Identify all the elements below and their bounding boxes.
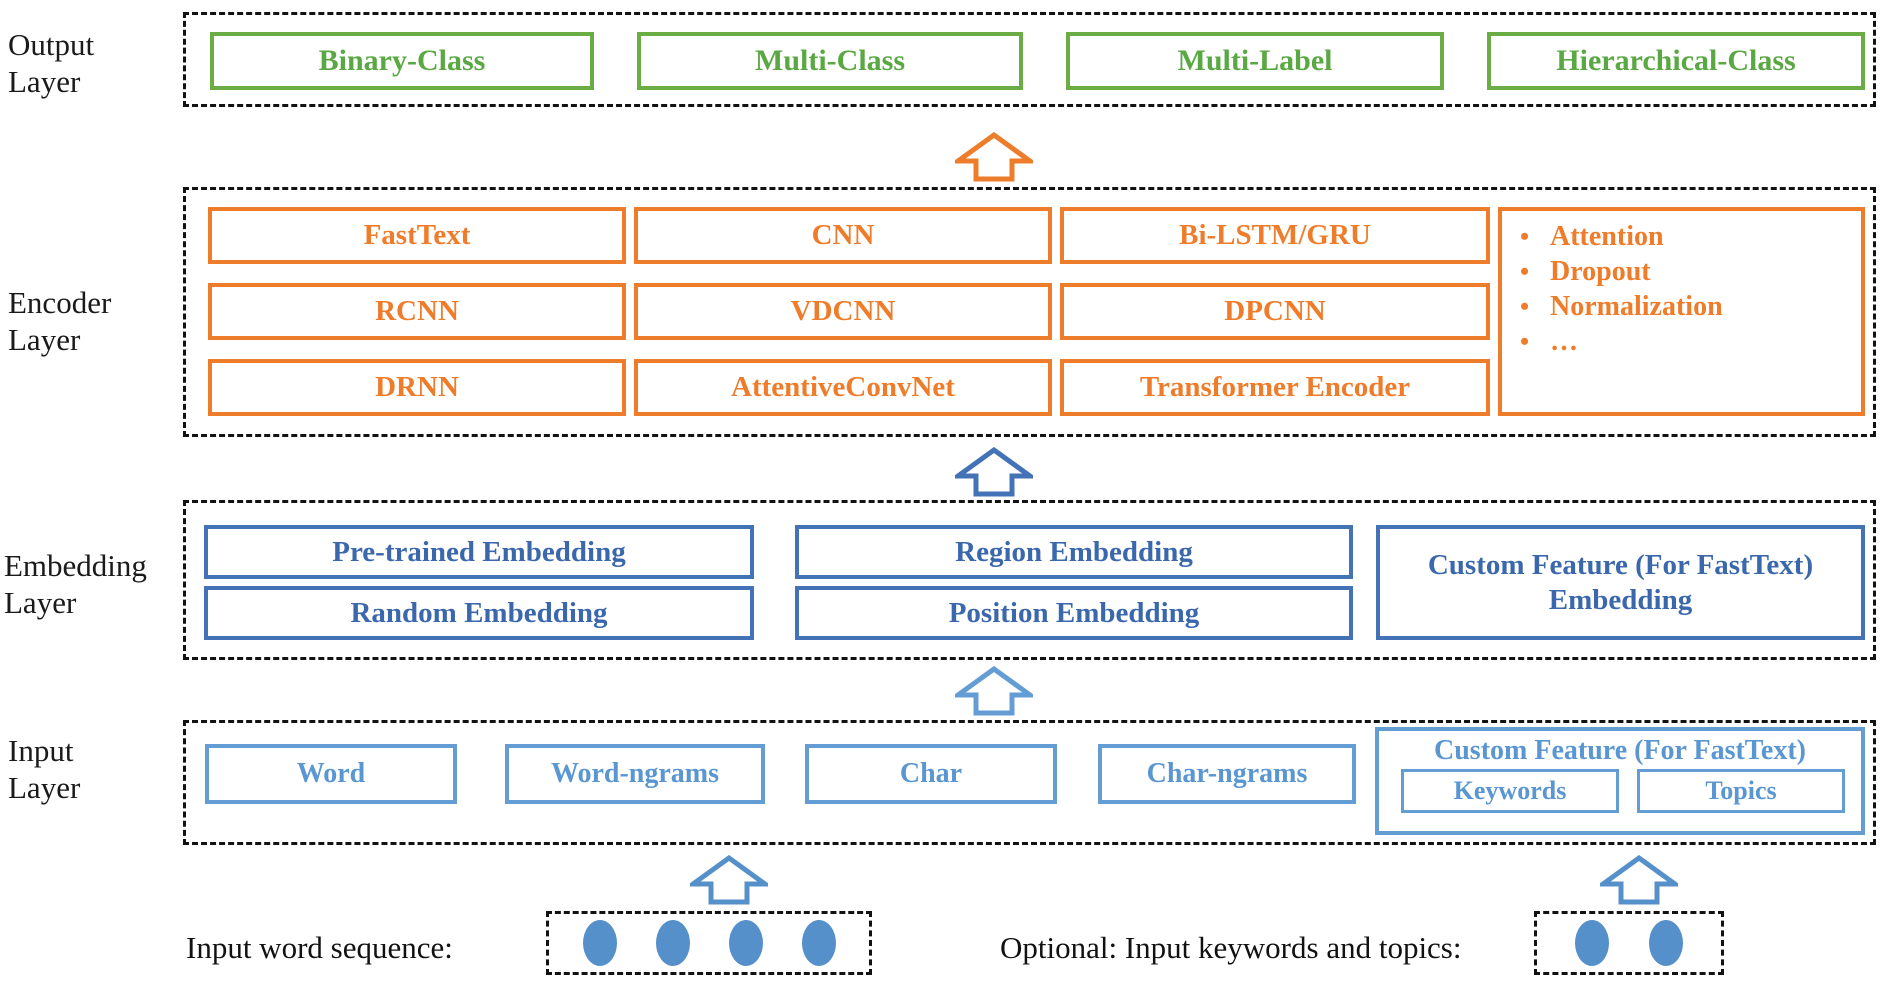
layer-label-input: Input Layer [8, 733, 81, 805]
embedding-item-pre-trained[interactable]: Pre-trained Embedding [204, 525, 754, 579]
encoder-item-rcnn[interactable]: RCNN [208, 283, 626, 340]
embedding-custom-feature-line2: Embedding [1548, 583, 1693, 616]
embedding-item-random[interactable]: Random Embedding [204, 586, 754, 640]
encoder-item-attentiveconvnet[interactable]: AttentiveConvNet [634, 359, 1052, 416]
embedding-item-position[interactable]: Position Embedding [795, 586, 1353, 640]
bullet-dot-icon: • [1520, 222, 1530, 251]
encoder-item-vdcnn[interactable]: VDCNN [634, 283, 1052, 340]
input-layer-container [183, 720, 1876, 845]
encoder-option-attention[interactable]: • Attention [1520, 221, 1861, 256]
bullet-dot-icon: • [1520, 327, 1530, 356]
input-item-custom-feature[interactable]: Custom Feature (For FastText) Keywords T… [1375, 727, 1865, 835]
encoder-item-transformer-encoder[interactable]: Transformer Encoder [1060, 359, 1490, 416]
output-layer-container [183, 12, 1876, 107]
embedding-layer-container [183, 500, 1876, 660]
output-item-hierarchical-class[interactable]: Hierarchical-Class [1487, 32, 1865, 90]
token-dot-icon [801, 920, 836, 966]
input-word-sequence-tokens [546, 911, 872, 975]
encoder-option-more[interactable]: • … [1520, 326, 1861, 361]
input-item-char-ngrams[interactable]: Char-ngrams [1098, 744, 1356, 804]
token-dot-icon [582, 920, 617, 966]
embedding-custom-feature-line1: Custom Feature (For FastText) [1427, 549, 1814, 582]
encoder-option-label: Normalization [1550, 291, 1723, 322]
encoder-option-label: Dropout [1550, 256, 1651, 287]
encoder-options-panel: • Attention • Dropout • Normalization • … [1498, 207, 1865, 416]
output-item-multi-class[interactable]: Multi-Class [637, 32, 1023, 90]
token-dot-icon [1649, 920, 1683, 966]
arrow-embedding-to-encoder-icon [950, 446, 1038, 497]
layer-label-output: Output Layer [8, 27, 95, 99]
arrow-word-sequence-to-input-icon [685, 854, 773, 905]
arrow-encoder-to-output-icon [950, 131, 1038, 182]
embedding-item-custom-feature[interactable]: Custom Feature (For FastText) Embedding [1376, 525, 1865, 640]
output-item-binary-class[interactable]: Binary-Class [210, 32, 594, 90]
optional-keywords-topics-label: Optional: Input keywords and topics: [1000, 930, 1462, 965]
bullet-dot-icon: • [1520, 292, 1530, 321]
arrow-input-to-embedding-icon [950, 665, 1038, 716]
embedding-item-region[interactable]: Region Embedding [795, 525, 1353, 579]
encoder-item-fasttext[interactable]: FastText [208, 207, 626, 264]
layer-label-encoder: Encoder Layer [8, 285, 112, 357]
bullet-dot-icon: • [1520, 257, 1530, 286]
input-item-char[interactable]: Char [805, 744, 1057, 804]
input-custom-feature-title: Custom Feature (For FastText) [1434, 735, 1806, 766]
input-custom-feature-topics[interactable]: Topics [1637, 769, 1845, 813]
encoder-item-dpcnn[interactable]: DPCNN [1060, 283, 1490, 340]
encoder-item-cnn[interactable]: CNN [634, 207, 1052, 264]
encoder-option-label: … [1550, 326, 1578, 357]
encoder-layer-container [183, 187, 1876, 437]
encoder-item-bilstm-gru[interactable]: Bi-LSTM/GRU [1060, 207, 1490, 264]
encoder-option-normalization[interactable]: • Normalization [1520, 291, 1861, 326]
token-dot-icon [1575, 920, 1609, 966]
encoder-option-dropout[interactable]: • Dropout [1520, 256, 1861, 291]
token-dot-icon [728, 920, 763, 966]
input-custom-feature-keywords[interactable]: Keywords [1401, 769, 1619, 813]
layer-label-embedding: Embedding Layer [4, 548, 147, 620]
input-item-word-ngrams[interactable]: Word-ngrams [505, 744, 765, 804]
output-item-multi-label[interactable]: Multi-Label [1066, 32, 1444, 90]
input-item-word[interactable]: Word [205, 744, 457, 804]
arrow-keywords-topics-to-input-icon [1595, 854, 1683, 905]
optional-keywords-topics-tokens [1534, 911, 1724, 975]
encoder-option-label: Attention [1550, 221, 1664, 252]
token-dot-icon [655, 920, 690, 966]
input-word-sequence-label: Input word sequence: [186, 930, 453, 965]
encoder-item-drnn[interactable]: DRNN [208, 359, 626, 416]
